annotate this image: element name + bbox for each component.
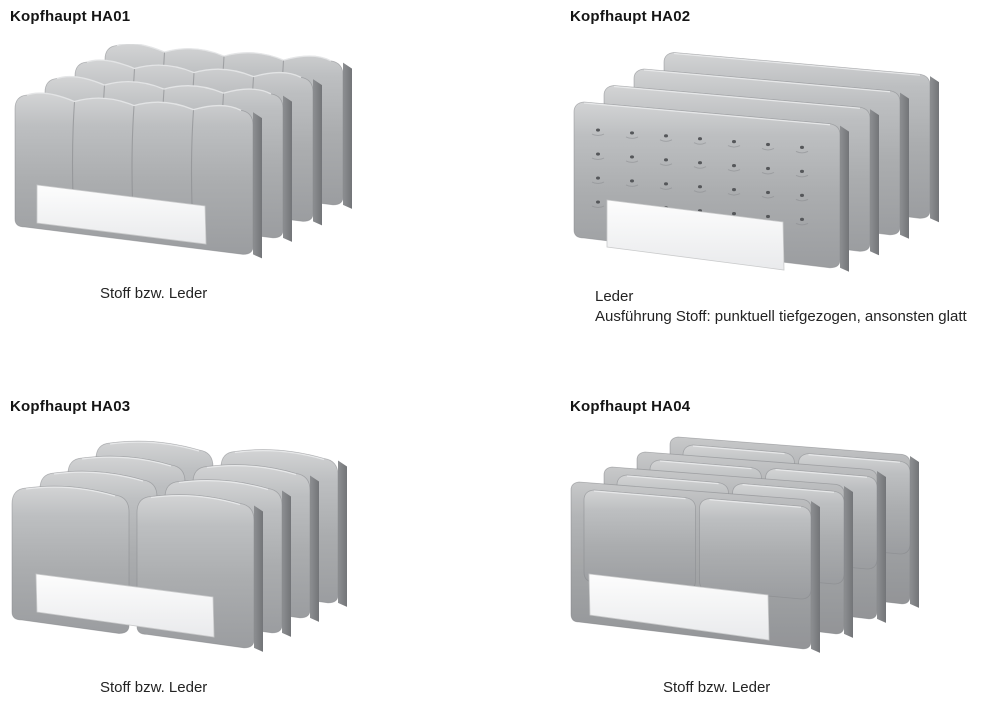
- caption-line: Ausführung Stoff: punktuell tiefgezogen,…: [595, 308, 967, 325]
- product-title-ha04: Kopfhaupt HA04: [570, 398, 691, 415]
- product-image-ha04: [570, 436, 919, 653]
- product-caption-ha02: Leder Ausführung Stoff: punktuell tiefge…: [595, 287, 967, 327]
- product-image-ha01: [14, 44, 352, 259]
- product-image-ha02: [573, 52, 939, 272]
- product-image-ha03: [11, 440, 347, 652]
- caption-line: Stoff bzw. Leder: [663, 679, 771, 696]
- caption-line: Leder: [595, 288, 634, 305]
- product-title-ha01: Kopfhaupt HA01: [10, 8, 131, 25]
- product-title-ha03: Kopfhaupt HA03: [10, 398, 131, 415]
- product-caption-ha04: Stoff bzw. Leder: [663, 678, 770, 698]
- product-title-ha02: Kopfhaupt HA02: [570, 8, 691, 25]
- product-caption-ha03: Stoff bzw. Leder: [100, 678, 207, 698]
- caption-line: Stoff bzw. Leder: [100, 285, 208, 302]
- product-caption-ha01: Stoff bzw. Leder: [100, 284, 207, 304]
- caption-line: Stoff bzw. Leder: [100, 679, 208, 696]
